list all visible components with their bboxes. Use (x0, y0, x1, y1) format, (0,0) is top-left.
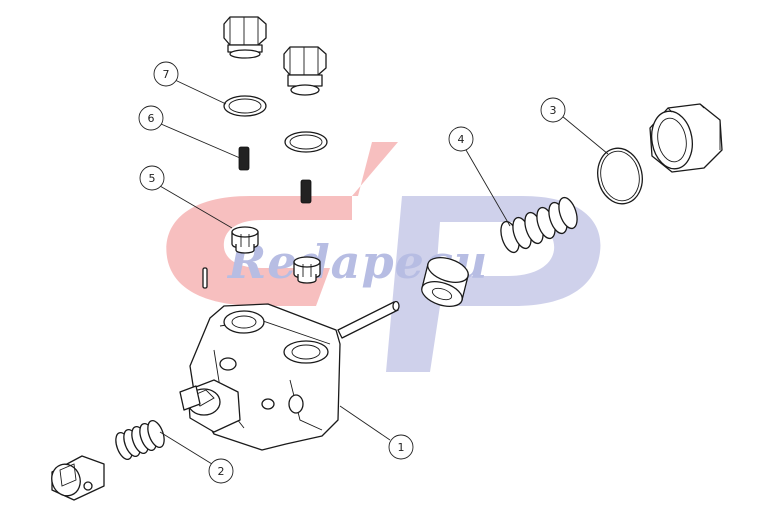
coupling (51, 455, 105, 501)
callout-3: 3 (540, 97, 609, 155)
o-ring-right (284, 131, 328, 153)
valve-seat-left (231, 226, 259, 254)
svg-text:7: 7 (163, 68, 170, 81)
watermark-blue-swoosh (386, 196, 601, 372)
valve-seat-right (293, 256, 321, 284)
svg-text:3: 3 (550, 104, 557, 117)
callout-7: 7 (153, 61, 227, 105)
svg-text:4: 4 (458, 133, 465, 146)
plug-cap-left (223, 16, 267, 59)
callout-2: 2 (159, 431, 234, 484)
svg-text:2: 2 (218, 465, 225, 478)
callout-1: 1 (339, 405, 414, 460)
svg-text:5: 5 (149, 172, 156, 185)
svg-text:6: 6 (148, 112, 155, 125)
svg-text:1: 1 (398, 441, 405, 454)
spring-large (500, 196, 578, 254)
small-pin (202, 267, 208, 289)
watermark-red-swoosh (166, 142, 398, 306)
o-ring-left (223, 95, 267, 117)
set-screw-left (238, 146, 250, 171)
bushing (421, 257, 469, 307)
set-screw-right (300, 179, 312, 204)
snap-ring (597, 147, 643, 205)
spring-small (115, 419, 165, 461)
callout-4: 4 (448, 126, 511, 227)
hex-nut (649, 103, 723, 173)
callout-6: 6 (138, 105, 241, 159)
pump-body (179, 303, 341, 451)
plug-cap-right (283, 46, 327, 96)
rod-pin (337, 300, 400, 339)
callout-5: 5 (139, 165, 233, 229)
